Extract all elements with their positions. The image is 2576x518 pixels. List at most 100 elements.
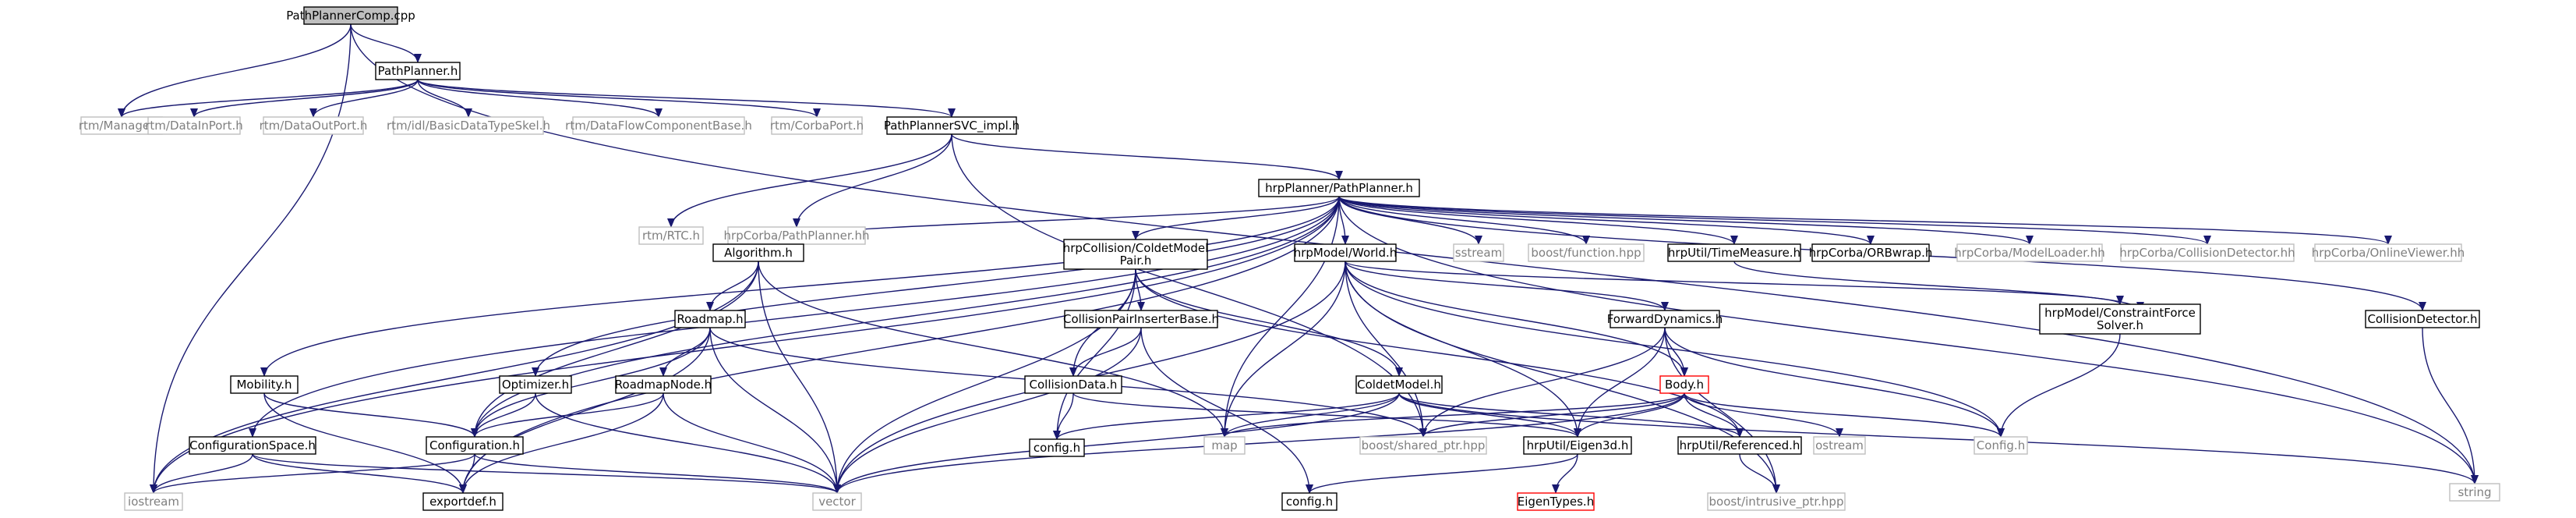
edge-body_h-to-vector [833,392,1685,494]
edge-optimizer_h-to-vector [535,392,841,494]
node-roadmap_h[interactable]: Roadmap.h [674,310,746,328]
node-box-pathplanner_h [375,62,461,80]
node-config_h_b: Config.h [1974,436,2028,455]
edge-hrputil_timemeasure_h-to-sys_time_h [1733,261,2144,311]
node-hrpcorba_orbwrap_h[interactable]: hrpCorba/ORBwrap.h [1809,243,1933,262]
node-box-map [1203,436,1246,455]
node-roadmapnode_h[interactable]: RoadmapNode.h [615,375,712,394]
dependency-edges [118,23,2479,494]
edge-hrpmodel_world_h-to-forwarddynamics_h [1345,261,1669,311]
node-box-string [2449,483,2500,502]
edge-body_h-to-map [1221,392,1685,438]
node-box-collisiondetector_h [2365,310,2480,328]
edge-configuration_h-to-vector [474,453,841,494]
node-label-hrpcorba_pathplanner_hh: hrpCorba/PathPlanner.hh [724,229,870,243]
node-box-configuration_h [426,436,524,455]
node-exportdef_h[interactable]: exportdef.h [422,492,504,511]
node-box-boost_shared_ptr_hpp [1359,436,1487,455]
node-collisiondetector_h[interactable]: CollisionDetector.h [2365,310,2480,328]
node-label-hrputil_timemeasure_h: hrpUtil/TimeMeasure.h [1668,246,1800,260]
edge-pathplanner_h-to-rtm_datainport_h [190,79,419,118]
node-mobility_h[interactable]: Mobility.h [230,375,299,394]
node-label-rtm_dataflowcomponentbase_h: rtm/DataFlowComponentBase.h [565,119,752,133]
node-label-hrpcorba_modelloader_hh: hrpCorba/ModelLoader.hh [1954,246,2105,260]
node-label-pathplanner_h: PathPlanner.h [378,64,458,78]
node-configurationspace_h[interactable]: ConfigurationSpace.h [189,436,316,455]
edge-hrpplanner_pathplanner_h-to-exportdef_h [459,196,1340,494]
edge-body_h-to-config_h_b [1684,392,2005,438]
edge-collisiondata_h-to-hrputil_eigen3d_h [1072,392,1581,438]
node-label-hrputil_referenced_h: hrpUtil/Referenced.h [1680,438,1800,452]
edge-hrpplanner_pathplanner_h-to-string [1338,196,2479,484]
edge-forwarddynamics_h-to-config_h_b [1664,327,2005,438]
node-algorithm_h[interactable]: Algorithm.h [712,243,804,262]
node-box-rtm_idl_basicdatatypeskel_h [393,116,544,135]
edge-hrpcollision_coldetmodelpair_h-to-config_h_a [1053,268,1136,440]
edge-pathplannercomp_cpp-to-rtm_manager_h [118,23,352,118]
edge-hrpmodel_world_h-to-map [1221,261,1346,438]
node-collisiondata_h[interactable]: CollisionData.h [1024,375,1122,394]
node-pathplanner_h[interactable]: PathPlanner.h [375,62,461,80]
node-optimizer_h[interactable]: Optimizer.h [499,375,572,394]
edge-configuration_h-to-iostream [150,453,475,494]
node-map: map [1203,436,1246,455]
node-box-roadmapnode_h [615,375,712,394]
node-body_h[interactable]: Body.h [1659,375,1709,394]
node-box-collisiondata_h [1024,375,1122,394]
edge-hrpplanner_pathplanner_h-to-hrpcorba_onlineviewer_hh [1338,196,2392,245]
node-pathplannersvc_impl_h[interactable]: PathPlannerSVC_impl.h [884,116,1019,135]
node-box-hrputil_timemeasure_h [1667,243,1801,262]
node-forwarddynamics_h[interactable]: ForwardDynamics.h [1607,310,1723,328]
node-hrputil_timemeasure_h[interactable]: hrpUtil/TimeMeasure.h [1667,243,1801,262]
node-box-hrpmodel_constraintforcesolver_h [2039,303,2201,335]
edge-mobility_h-to-configuration_h [263,392,479,438]
node-box-boost_function_hpp [1528,243,1645,262]
node-hrpplanner_pathplanner_h[interactable]: hrpPlanner/PathPlanner.h [1258,179,1420,197]
node-rtm_dataoutport_h: rtm/DataOutPort.h [260,116,367,135]
node-rtm_rtc_h: rtm/RTC.h [638,226,704,245]
edge-hrpplanner_pathplanner_h-to-configurationspace_h [249,196,1340,438]
node-hrputil_referenced_h[interactable]: hrpUtil/Referenced.h [1677,436,1802,455]
edge-forwarddynamics_h-to-body_h [1664,327,1688,377]
node-config_h_c[interactable]: config.h [1281,492,1337,511]
node-box-rtm_rtc_h [638,226,704,245]
node-label-roadmapnode_h: RoadmapNode.h [615,378,712,392]
node-box-hrputil_eigen3d_h [1523,436,1632,455]
node-configuration_h[interactable]: Configuration.h [426,436,524,455]
edge-pathplannercomp_cpp-to-pathplanner_h [350,23,422,63]
node-iostream: iostream [124,492,183,511]
node-label-mobility_h: Mobility.h [236,378,292,392]
node-label-configuration_h: Configuration.h [429,438,520,452]
node-hrpmodel_world_h[interactable]: hrpModel/World.h [1294,243,1398,262]
node-label-config_h_c: config.h [1286,495,1333,509]
node-config_h_a[interactable]: config.h [1029,438,1085,457]
node-pathplannercomp_cpp[interactable]: PathPlannerComp.cpp [286,6,415,25]
node-label-hrpmodel_constraintforcesolver_h-0: hrpModel/ConstraintForce [2044,306,2196,320]
node-box-body_h [1659,375,1709,394]
node-label-eigentypes_h: EigenTypes.h [1518,495,1594,509]
node-box-hrpcorba_onlineviewer_hh [2314,243,2462,262]
node-box-rtm_datainport_h [147,116,241,135]
edge-pathplannersvc_impl_h-to-rtm_rtc_h [667,133,952,228]
node-hrpcorba_pathplanner_hh: hrpCorba/PathPlanner.hh [724,226,870,245]
node-box-hrpplanner_pathplanner_h [1258,179,1420,197]
node-rtm_corbaport_h: rtm/CorbaPort.h [770,116,864,135]
node-coldetmodel_h[interactable]: ColdetModel.h [1355,375,1443,394]
node-label-vector: vector [818,495,856,509]
node-box-vector [812,492,862,511]
node-box-roadmap_h [674,310,746,328]
node-eigentypes_h[interactable]: EigenTypes.h [1517,492,1595,511]
node-box-pathplannersvc_impl_h [886,116,1017,135]
edge-hrpplanner_pathplanner_h-to-hrpcollision_coldetmodelpair_h [1132,196,1340,240]
file-nodes: PathPlannerComp.cppPathPlanner.hrtm/Mana… [79,6,2500,511]
node-label-rtm_rtc_h: rtm/RTC.h [642,229,700,243]
node-box-exportdef_h [422,492,504,511]
node-box-rtm_corbaport_h [771,116,863,135]
edge-hrputil_referenced_h-to-boost_intrusive_ptr_hpp [1739,453,1780,494]
node-label-hrpcorba_onlineviewer_hh: hrpCorba/OnlineViewer.hh [2312,246,2465,260]
node-label-collisiondata_h: CollisionData.h [1030,378,1118,392]
node-collisionpairinserterbase_h[interactable]: CollisionPairInserterBase.h [1063,310,1219,328]
node-hrputil_eigen3d_h[interactable]: hrpUtil/Eigen3d.h [1523,436,1632,455]
